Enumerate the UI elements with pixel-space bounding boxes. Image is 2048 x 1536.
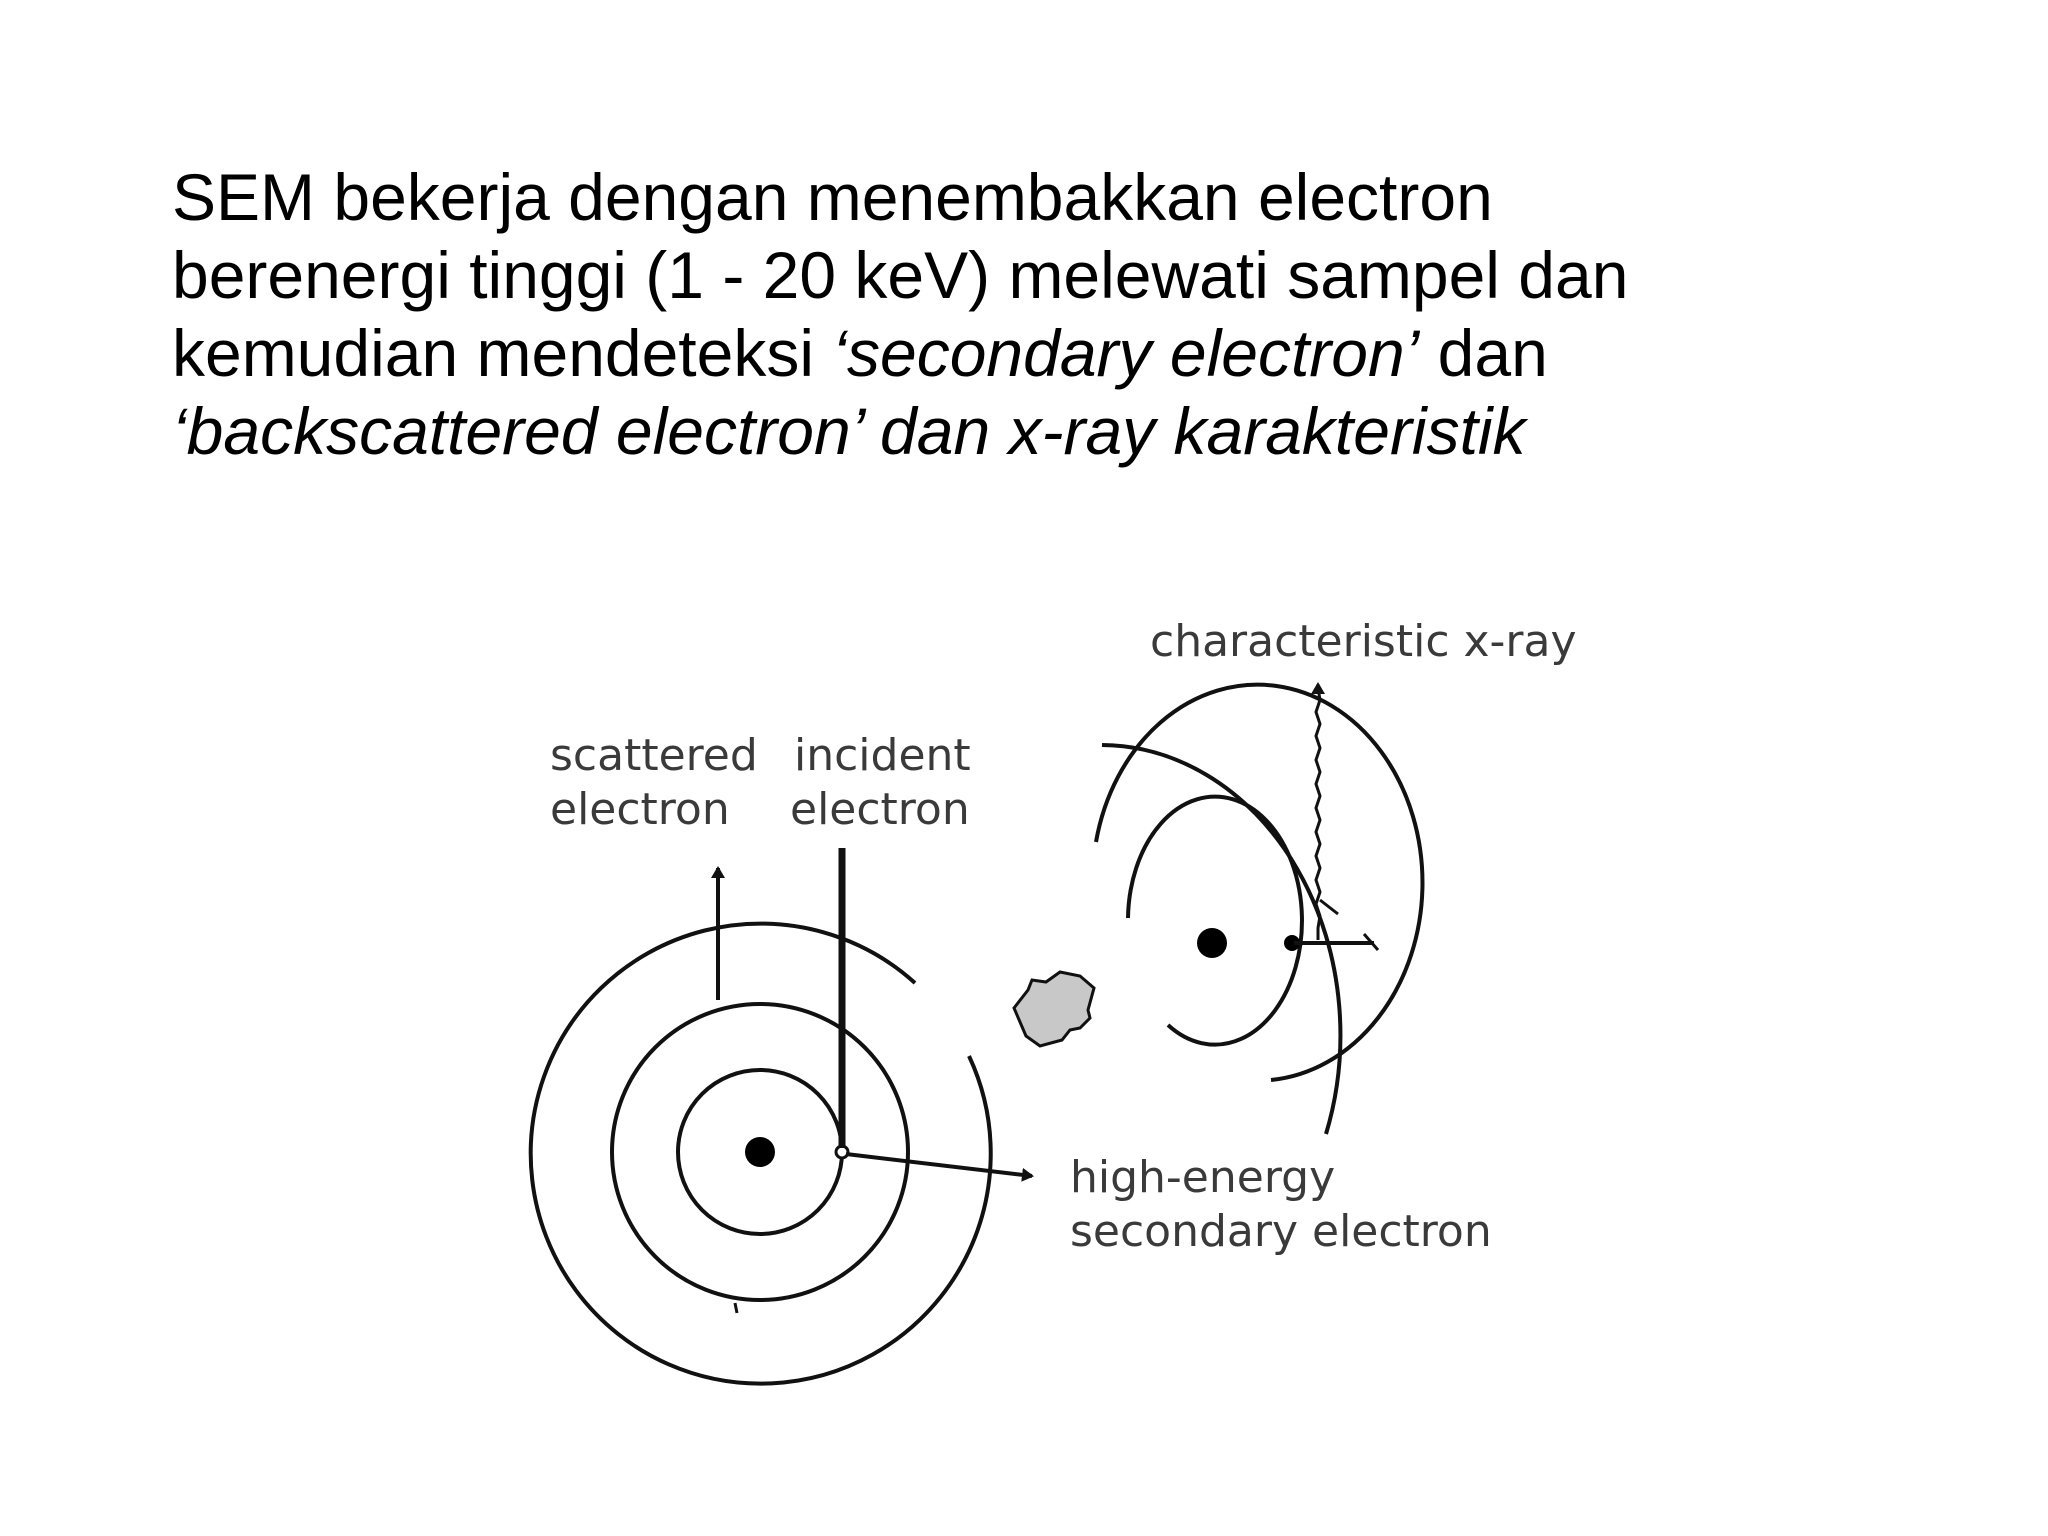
left-atom-shell-middle xyxy=(610,1002,910,1302)
label-characteristic-xray: characteristic x-ray xyxy=(1150,616,1577,667)
label-scattered-line-1: scattered xyxy=(550,730,758,781)
secondary-electron-arrow xyxy=(845,1152,1034,1182)
label-incident-line-1: incident xyxy=(794,730,971,781)
label-high-energy-line-1: high-energy xyxy=(1070,1152,1335,1203)
right-atom-transition-tick xyxy=(1362,933,1380,951)
right-atom-shell-outer xyxy=(1101,743,1343,1135)
transition-arrow xyxy=(1012,970,1096,1048)
slide-paragraph: SEM bekerja dengan menembakkan electron … xyxy=(172,158,1972,470)
right-atom-nucleus xyxy=(1197,928,1227,958)
left-atom-tick xyxy=(733,1302,739,1314)
secondary-electron-term: ‘secondary electron’ xyxy=(832,316,1420,390)
paragraph-line-3-text: kemudian mendeteksi xyxy=(172,316,833,390)
left-atom-nucleus xyxy=(745,1137,775,1167)
right-atom-shell-middle xyxy=(1094,682,1425,1082)
right-atom xyxy=(1094,682,1425,1135)
paragraph-line-3: kemudian mendeteksi ‘secondary electron’… xyxy=(172,314,1972,392)
xray-connector-line xyxy=(1319,898,1339,916)
label-high-energy-line-2: secondary electron xyxy=(1070,1206,1492,1257)
label-scattered-line-2: electron xyxy=(550,784,730,835)
left-atom xyxy=(528,921,993,1386)
left-atom-shell-outer xyxy=(528,921,993,1386)
right-atom-vacancy-electron xyxy=(1284,935,1300,951)
paragraph-line-1: SEM bekerja dengan menembakkan electron xyxy=(172,160,1493,234)
xray-wavy-line xyxy=(1311,682,1325,940)
paragraph-line-3-end: dan xyxy=(1419,316,1548,390)
label-incident-line-2: electron xyxy=(790,784,970,835)
paragraph-line-2: berenergi tinggi (1 - 20 keV) melewati s… xyxy=(172,238,1629,312)
paragraph-line-4: ‘backscattered electron’ dan x-ray karak… xyxy=(172,394,1526,468)
